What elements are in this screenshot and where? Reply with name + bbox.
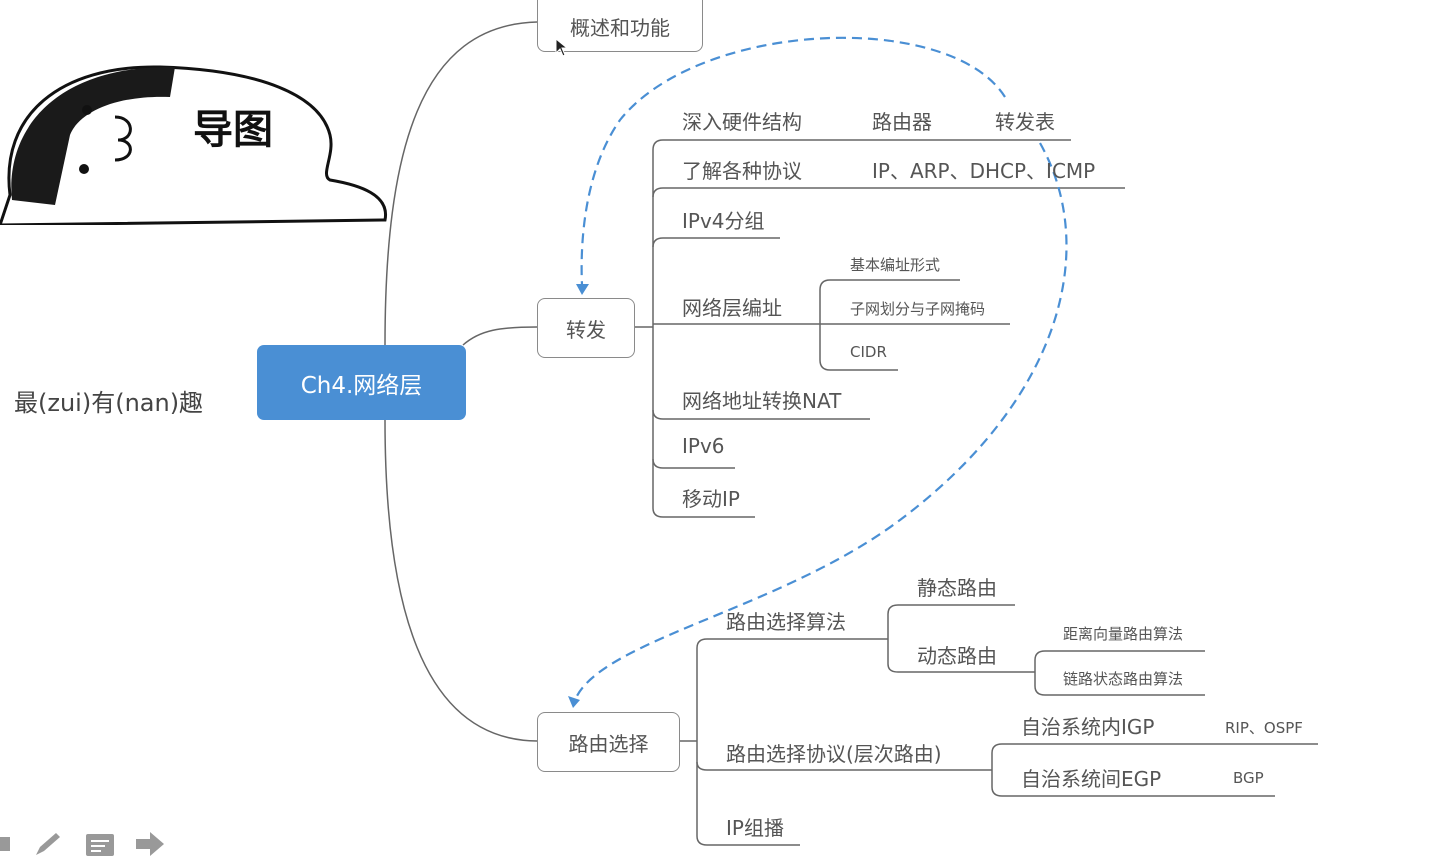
mascot-illustration [0, 65, 387, 225]
topic-forwarding-table[interactable]: 转发表 [995, 110, 1055, 134]
topic-igp-detail[interactable]: RIP、OSPF [1225, 719, 1303, 737]
node-overview[interactable]: 概述和功能 [537, 0, 703, 52]
presentation-toolbar [0, 829, 166, 859]
mouse-cursor-icon [555, 38, 569, 57]
topic-hardware[interactable]: 深入硬件结构 [682, 110, 802, 134]
topic-addressing[interactable]: 网络层编址 [682, 296, 782, 320]
node-forwarding-label: 转发 [566, 317, 606, 342]
topic-multicast[interactable]: IP组播 [726, 816, 784, 840]
topic-protocols[interactable]: 了解各种协议 [682, 159, 802, 183]
link-root-overview [384, 21, 538, 346]
node-routing[interactable]: 路由选择 [537, 712, 680, 772]
link-root-routing [384, 419, 538, 742]
topic-dynamic-routing[interactable]: 动态路由 [917, 644, 997, 668]
node-overview-label: 概述和功能 [570, 15, 670, 40]
topic-egp-detail[interactable]: BGP [1233, 769, 1264, 787]
arrowhead-routing [568, 696, 580, 708]
topic-cidr[interactable]: CIDR [850, 343, 887, 361]
side-note: 最(zui)有(nan)趣 [14, 389, 204, 417]
arrow-right-icon[interactable] [136, 831, 166, 857]
notes-icon[interactable] [86, 832, 114, 856]
topic-egp[interactable]: 自治系统间EGP [1021, 767, 1162, 791]
topic-routing-algorithms[interactable]: 路由选择算法 [726, 610, 846, 634]
topic-basic-addressing[interactable]: 基本编址形式 [850, 256, 941, 274]
pencil-icon[interactable] [32, 829, 64, 859]
topic-igp[interactable]: 自治系统内IGP [1021, 715, 1155, 739]
topic-router[interactable]: 路由器 [872, 110, 932, 134]
square-icon[interactable] [0, 837, 10, 851]
root-node[interactable]: Ch4.网络层 [257, 345, 466, 420]
dashed-link-forwarding [580, 36, 1006, 286]
node-routing-label: 路由选择 [568, 731, 649, 756]
topic-subnetting[interactable]: 子网划分与子网掩码 [850, 300, 986, 318]
root-label: Ch4.网络层 [300, 372, 423, 399]
dashed-link-routing [573, 142, 1068, 701]
topic-nat[interactable]: 网络地址转换NAT [682, 389, 842, 413]
topic-ipv4-datagram[interactable]: IPv4分组 [682, 209, 765, 233]
mascot-label: 导图 [193, 107, 273, 153]
arrowhead-forwarding [576, 284, 589, 295]
topic-routing-protocols[interactable]: 路由选择协议(层次路由) [726, 742, 942, 766]
topic-mobile-ip[interactable]: 移动IP [682, 487, 740, 511]
topic-distance-vector[interactable]: 距离向量路由算法 [1063, 625, 1184, 643]
link-root-forwarding [462, 326, 538, 346]
topic-ipv6[interactable]: IPv6 [682, 434, 725, 458]
topic-protocol-list[interactable]: IP、ARP、DHCP、ICMP [872, 159, 1096, 183]
topic-static-routing[interactable]: 静态路由 [917, 576, 997, 600]
topic-link-state[interactable]: 链路状态路由算法 [1063, 670, 1184, 688]
node-forwarding[interactable]: 转发 [537, 298, 635, 358]
